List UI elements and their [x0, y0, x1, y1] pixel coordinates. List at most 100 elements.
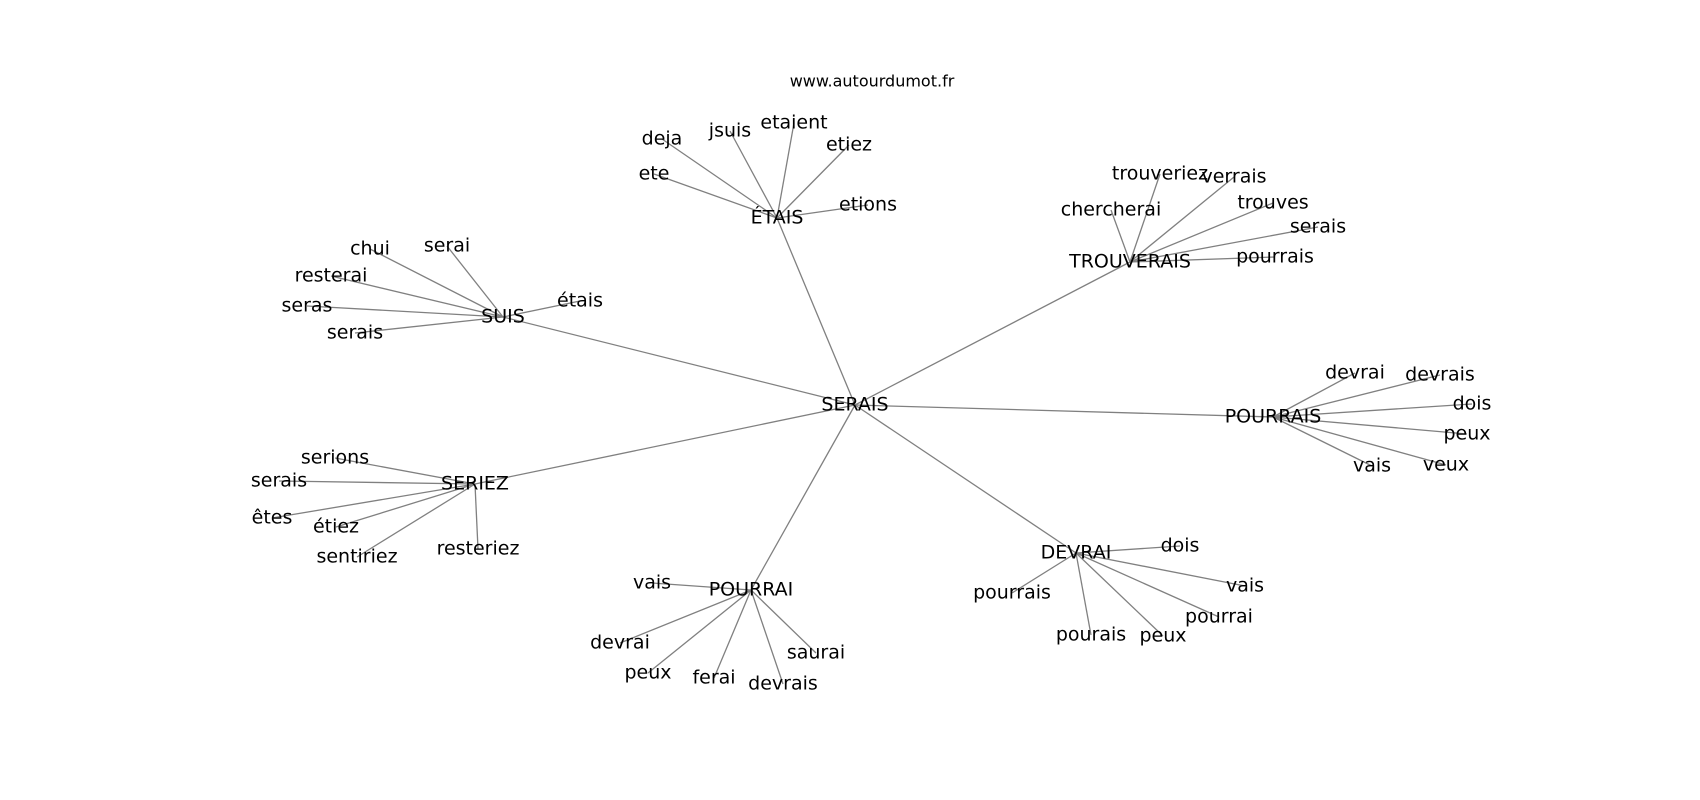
- node-leaf-devrai-pourais: pourais: [1056, 624, 1126, 646]
- edge-pourrais-devrais: [1272, 374, 1441, 418]
- node-center-serais: SERAIS: [821, 394, 888, 416]
- node-leaf-trouverais-verrais: verrais: [1201, 166, 1266, 188]
- node-hub-devrai: DEVRAI: [1041, 542, 1112, 564]
- node-leaf-devrai-dois: dois: [1161, 535, 1200, 557]
- node-leaf-suis-etais: étais: [557, 290, 603, 312]
- edge-devrai-vais: [1075, 552, 1246, 587]
- edge-trouverais-chercherai: [1110, 209, 1131, 263]
- node-leaf-suis-resterai: resterai: [295, 265, 368, 287]
- edge-seriez-etes: [271, 483, 476, 519]
- node-hub-seriez: SERIEZ: [441, 473, 509, 495]
- node-leaf-pourrais-veux: veux: [1423, 454, 1469, 476]
- node-leaf-pourrais-devrai: devrai: [1325, 362, 1385, 384]
- edge-seriez-serions: [334, 457, 476, 485]
- node-leaf-devrai-vais: vais: [1226, 575, 1264, 597]
- edge-center-trouverais: [854, 261, 1131, 406]
- node-leaf-trouverais-pourrais: pourrais: [1236, 246, 1314, 268]
- edge-center-etais: [776, 217, 856, 406]
- edge-suis-resterai: [330, 275, 504, 318]
- edge-center-pourrais: [854, 404, 1274, 418]
- edge-trouverais-trouveriez: [1129, 173, 1161, 263]
- edge-pourrai-devrais: [750, 589, 784, 685]
- edge-suis-serai: [446, 245, 504, 318]
- edge-pourrais-vais: [1272, 416, 1373, 467]
- edge-devrai-dois: [1075, 545, 1181, 554]
- graph-edges: [271, 122, 1473, 685]
- node-leaf-pourrai-vais: vais: [633, 572, 671, 594]
- edge-devrai-pourrais: [1011, 552, 1077, 594]
- node-leaf-suis-serais: serais: [327, 322, 383, 344]
- node-leaf-trouverais-chercherai: chercherai: [1061, 199, 1161, 221]
- node-leaf-pourrais-peux: peux: [1443, 423, 1490, 445]
- edge-pourrais-devrai: [1272, 372, 1356, 418]
- node-leaf-seriez-etes: êtes: [252, 507, 293, 529]
- edge-suis-seras: [306, 305, 504, 318]
- node-hub-pourrai: POURRAI: [709, 579, 794, 601]
- edge-seriez-sentiriez: [356, 483, 476, 558]
- edge-seriez-serais: [278, 480, 476, 485]
- node-leaf-pourrai-ferai: ferai: [692, 667, 735, 689]
- edge-center-seriez: [474, 404, 856, 485]
- edge-trouverais-verrais: [1129, 176, 1235, 263]
- edge-center-pourrai: [750, 404, 856, 591]
- node-leaf-suis-chui: chui: [350, 238, 390, 260]
- node-hub-etais: ÉTAIS: [751, 206, 804, 229]
- node-leaf-etais-jsuis: jsuis: [708, 120, 751, 142]
- edge-etais-ete: [653, 173, 778, 219]
- edge-suis-chui: [369, 248, 504, 318]
- edge-trouverais-pourrais: [1129, 256, 1276, 263]
- node-leaf-pourrai-peux: peux: [624, 662, 671, 684]
- edge-etais-jsuis: [729, 130, 778, 219]
- edge-pourrai-ferai: [713, 589, 752, 679]
- edge-etais-deja: [661, 138, 778, 219]
- node-leaf-seriez-resteriez: resteriez: [437, 538, 520, 560]
- edge-pourrai-devrai: [619, 589, 752, 644]
- edge-center-devrai: [854, 404, 1077, 554]
- edge-etais-etions: [776, 204, 869, 219]
- edge-pourrai-saurai: [750, 589, 817, 654]
- edge-trouverais-trouves: [1129, 202, 1274, 263]
- node-leaf-etais-ete: ete: [639, 163, 670, 185]
- node-leaf-etais-etions: etions: [839, 194, 897, 216]
- node-leaf-trouverais-trouves: trouves: [1237, 192, 1308, 214]
- node-leaf-seriez-serions: serions: [301, 447, 369, 469]
- node-leaf-pourrai-saurai: saurai: [787, 642, 845, 664]
- edge-devrai-pourrai: [1075, 552, 1220, 618]
- node-hub-suis: SUIS: [481, 306, 525, 328]
- node-leaf-trouverais-serais: serais: [1290, 216, 1346, 238]
- edge-pourrais-dois: [1272, 403, 1473, 418]
- node-leaf-devrai-pourrais: pourrais: [973, 582, 1051, 604]
- edge-devrai-peux: [1075, 552, 1164, 637]
- node-leaf-seriez-etiez: étiez: [313, 516, 359, 538]
- node-leaf-devrai-pourrai: pourrai: [1185, 606, 1253, 628]
- node-leaf-pourrai-devrai: devrai: [590, 632, 650, 654]
- node-leaf-seriez-sentiriez: sentiriez: [316, 546, 397, 568]
- node-hub-pourrais: POURRAIS: [1225, 406, 1322, 428]
- node-leaf-pourrais-devrais: devrais: [1405, 364, 1475, 386]
- source-watermark: www.autourdumot.fr: [790, 72, 955, 91]
- node-leaf-suis-serai: serai: [424, 235, 470, 257]
- node-leaf-suis-seras: seras: [282, 295, 333, 317]
- edge-etais-etaient: [776, 122, 795, 219]
- node-leaf-pourrai-devrais: devrais: [748, 673, 818, 695]
- edge-suis-etais: [502, 300, 581, 318]
- node-hub-trouverais: TROUVERAIS: [1068, 251, 1191, 273]
- edge-seriez-etiez: [335, 483, 476, 528]
- edge-devrai-pourais: [1075, 552, 1092, 636]
- node-leaf-pourrais-dois: dois: [1453, 393, 1492, 415]
- edge-pourrai-peux: [647, 589, 752, 674]
- edge-center-suis: [502, 316, 856, 406]
- node-leaf-devrai-peux: peux: [1139, 625, 1186, 647]
- edge-pourrais-peux: [1272, 416, 1468, 435]
- edge-etais-etiez: [776, 144, 850, 219]
- node-leaf-etais-etaient: etaient: [760, 112, 827, 134]
- edge-suis-serais: [354, 316, 504, 334]
- edge-pourrai-vais: [651, 582, 752, 591]
- node-leaf-etais-deja: deja: [642, 128, 683, 150]
- node-leaf-pourrais-vais: vais: [1353, 455, 1391, 477]
- node-leaf-etais-etiez: etiez: [826, 134, 872, 156]
- node-leaf-seriez-serais: serais: [251, 470, 307, 492]
- node-leaf-trouverais-trouveriez: trouveriez: [1112, 163, 1208, 185]
